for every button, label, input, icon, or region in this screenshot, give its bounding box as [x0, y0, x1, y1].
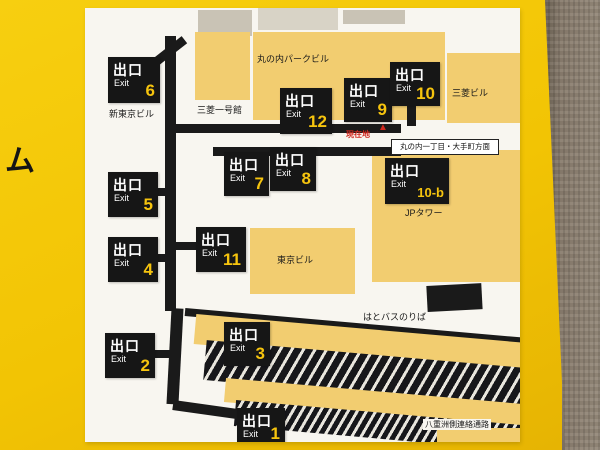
- current-location-label: 現在地: [346, 130, 370, 139]
- exit-label-en: Exit: [350, 99, 366, 109]
- exit-box-1: 出口 Exit 1: [237, 408, 285, 442]
- building-label-ichigokan: 三菱一号館: [197, 105, 243, 115]
- building-block-gray: [198, 10, 252, 36]
- building-label-tokyo-bldg: 東京ビル: [277, 255, 314, 265]
- exit-label-jp: 出口: [113, 177, 143, 193]
- exit-number: 7: [254, 174, 264, 193]
- exit-box-7: 出口 Exit 7: [224, 152, 269, 196]
- station-map-panel: 出口 Exit 6 出口 Exit 12 出口 Exit 9 出口 Exit 1…: [85, 8, 520, 442]
- exit-box-12: 出口 Exit 12: [280, 88, 332, 134]
- exit-label-jp: 出口: [229, 157, 259, 173]
- exit-label-jp: 出口: [201, 232, 231, 248]
- exit-number: 11: [223, 250, 241, 269]
- exit-label-jp: 出口: [349, 83, 379, 99]
- exit-number: 1: [270, 424, 280, 442]
- building-label-mitsubishi: 三菱ビル: [452, 88, 489, 98]
- exit-label-en: Exit: [230, 343, 246, 353]
- exit-label-en: Exit: [111, 354, 127, 364]
- exit-box-8: 出口 Exit 8: [270, 147, 316, 191]
- exit-number: 12: [308, 112, 327, 131]
- exit-box-3: 出口 Exit 3: [224, 322, 270, 366]
- building-block-gray: [343, 10, 405, 24]
- exit-label-jp: 出口: [229, 327, 259, 343]
- exit-box-4: 出口 Exit 4: [108, 237, 158, 282]
- exit-box-10b: 出口 Exit 10-b: [385, 158, 449, 204]
- building-label-hato-bus: はとバスのりば: [363, 312, 427, 322]
- exit-label-en: Exit: [276, 168, 292, 178]
- building-block-gray: [258, 8, 338, 30]
- corridor-stub-exit5: [155, 188, 167, 196]
- exit-label-en: Exit: [286, 109, 302, 119]
- exit-label-en: Exit: [243, 429, 259, 439]
- exit-box-5: 出口 Exit 5: [108, 172, 158, 217]
- exit-number: 9: [377, 100, 387, 119]
- exit-number: 2: [140, 356, 150, 375]
- exit-number: 3: [255, 344, 265, 363]
- exit-label-en: Exit: [230, 173, 246, 183]
- exit-box-9: 出口 Exit 9: [344, 78, 392, 122]
- exit-label-en: Exit: [202, 248, 218, 258]
- exit-box-10: 出口 Exit 10: [390, 62, 440, 106]
- exit-label-en: Exit: [114, 193, 130, 203]
- exit-label-jp: 出口: [113, 62, 143, 78]
- yellow-corner: [437, 428, 520, 442]
- exit-label-jp: 出口: [110, 338, 140, 354]
- exit-number: 6: [145, 81, 155, 100]
- exit-number: 10: [416, 84, 435, 103]
- building-label-shin-tokyo: 新東京ビル: [109, 109, 155, 119]
- corridor-stub-exit2: [155, 350, 173, 358]
- exit-label-en: Exit: [114, 258, 130, 268]
- corridor-stub-exit10: [407, 104, 416, 126]
- exit-label-jp: 出口: [390, 163, 420, 179]
- sign-side-text: ム: [5, 145, 35, 178]
- exit-box-2: 出口 Exit 2: [105, 333, 155, 378]
- building-label-jp-tower: JPタワー: [405, 208, 443, 218]
- corridor-main-vertical: [165, 36, 176, 311]
- building-block-dark: [426, 283, 483, 312]
- building-block-tokyo-bldg: [250, 228, 355, 294]
- exit-label-en: Exit: [396, 83, 412, 93]
- corridor-stub-exit4: [155, 254, 167, 262]
- exit-number: 8: [301, 169, 311, 188]
- building-label-marunouchi-park: 丸の内パークビル: [257, 54, 330, 64]
- exit-number: 4: [143, 260, 153, 279]
- exit-box-6: 出口 Exit 6: [108, 57, 160, 103]
- exit-box-11: 出口 Exit 11: [196, 227, 246, 272]
- exit-label-en: Exit: [391, 179, 407, 189]
- building-block-mitsubishi: [447, 53, 520, 123]
- building-block-ichigokan: [195, 32, 250, 100]
- exit-label-jp: 出口: [242, 413, 272, 429]
- exit-label-jp: 出口: [275, 152, 305, 168]
- exit-number: 10-b: [417, 185, 444, 200]
- exit-label-jp: 出口: [395, 67, 425, 83]
- current-location-arrow-icon: ▲: [378, 122, 388, 133]
- direction-sign: 丸の内一丁目・大手町方面: [391, 139, 499, 155]
- exit-label-en: Exit: [114, 78, 130, 88]
- corridor-stub-exit11: [173, 242, 198, 250]
- exit-label-jp: 出口: [285, 93, 315, 109]
- exit-label-jp: 出口: [113, 242, 143, 258]
- building-label-yaesu: 八重洲側連絡通路: [423, 419, 491, 430]
- exit-number: 5: [143, 195, 153, 214]
